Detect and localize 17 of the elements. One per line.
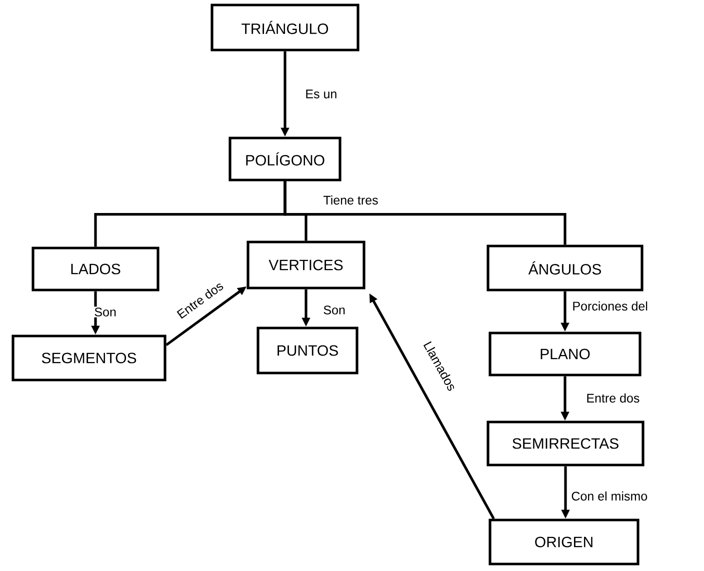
concept-box: LADOS <box>32 246 160 292</box>
edge-label: Con el mismo <box>570 490 649 502</box>
concept-box: POLÍGONO <box>228 136 342 182</box>
concept-box: SEMIRRECTAS <box>486 420 644 466</box>
edge-label: Entre dos <box>585 392 641 404</box>
edge-label: Porciones del <box>571 300 649 312</box>
concept-box: SEGMENTOS <box>12 334 166 382</box>
edge-label: Son <box>93 306 118 318</box>
concept-box: PLANO <box>488 332 642 376</box>
concept-box: ÁNGULOS <box>486 244 644 292</box>
edge-label: Es un <box>304 88 338 100</box>
concept-box: VERTICES <box>246 240 366 290</box>
concept-box: PUNTOS <box>256 326 358 374</box>
concept-box: TRIÁNGULO <box>210 4 360 52</box>
edge-label: Son <box>322 304 346 316</box>
edge-label: Tiene tres <box>322 194 380 206</box>
concept-box: ORIGEN <box>488 518 640 566</box>
